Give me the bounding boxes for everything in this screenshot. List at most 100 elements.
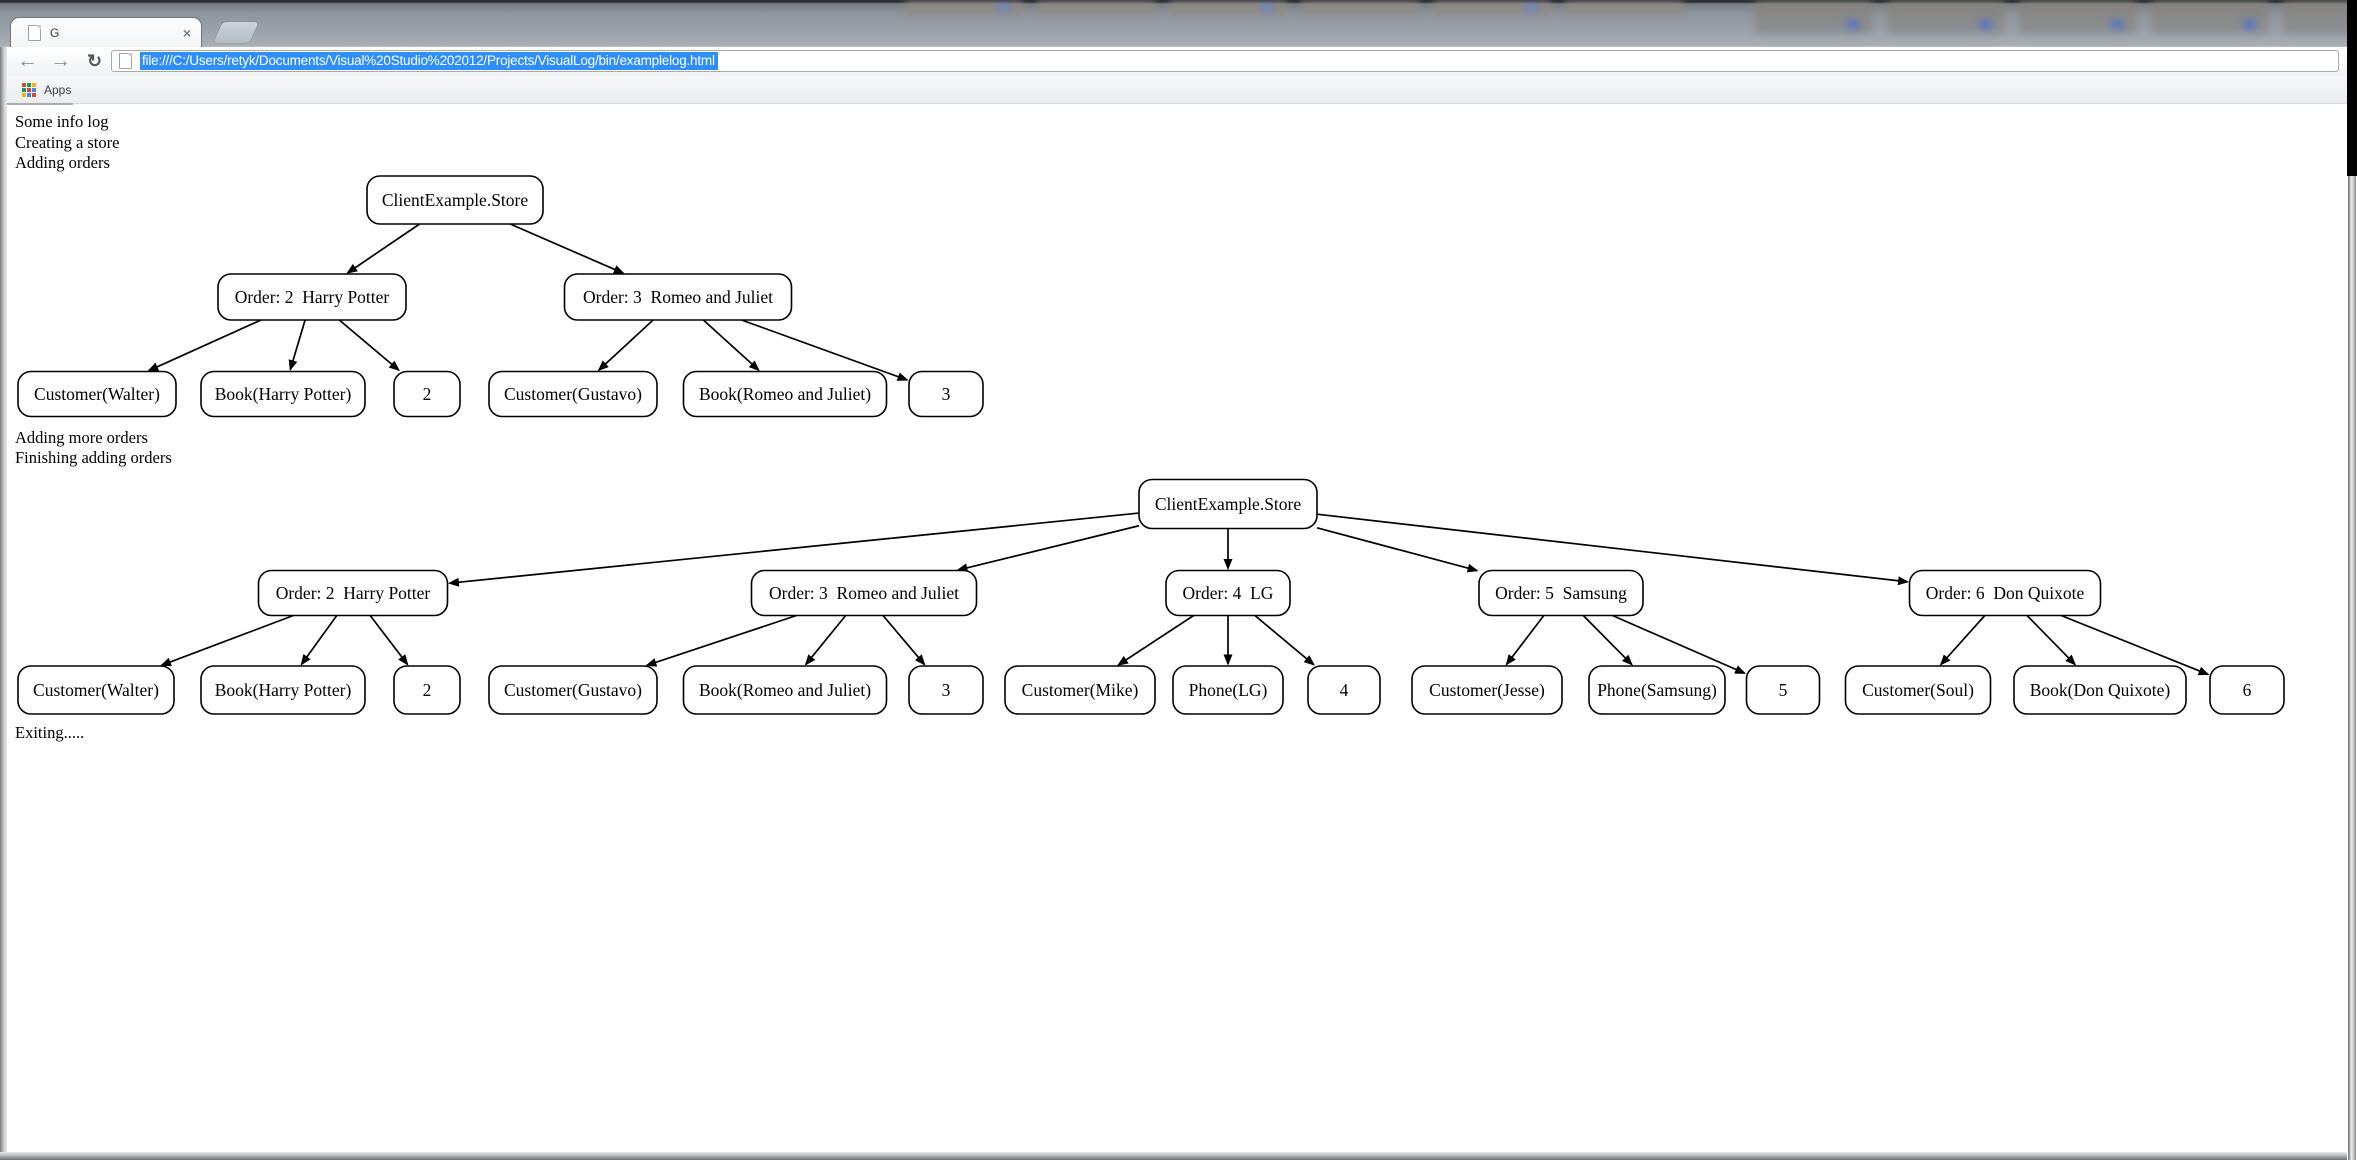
tree-node-t2-cg: Customer(Gustavo) <box>488 665 658 715</box>
tree-node-t1-cw: Customer(Walter) <box>17 370 177 418</box>
tree-node-t2-bdq: Book(Don Quixote) <box>2013 665 2187 715</box>
tree-edge <box>288 319 306 372</box>
tree-edge <box>1254 614 1315 666</box>
blur-block <box>1301 2 1419 14</box>
tree-node-label: Order: 2 Harry Potter <box>276 583 431 603</box>
tree-node-label: 2 <box>423 384 432 404</box>
tree-node-t1-n3: 3 <box>908 370 984 418</box>
blur-block <box>1755 2 1873 34</box>
tree-node-t2-n6: 6 <box>2209 665 2285 715</box>
tree-node-label: Book(Harry Potter) <box>215 680 352 700</box>
blur-dot <box>2112 20 2123 29</box>
back-button[interactable]: ← <box>17 49 38 72</box>
bookmarks-bar: Apps <box>7 76 2347 104</box>
background-window-blur <box>905 2 1697 36</box>
page-favicon-icon <box>28 24 41 41</box>
tree-node-label: Customer(Soul) <box>1862 680 1974 700</box>
tree-node-label: Book(Romeo and Juliet) <box>699 680 871 700</box>
tree-edge <box>882 614 926 666</box>
tree-edge <box>1939 614 1986 666</box>
blur-dot <box>1848 20 1859 29</box>
tree-edge <box>645 614 797 667</box>
tree-edge <box>300 615 338 666</box>
tree-node-t2-n5: 5 <box>1745 665 1821 715</box>
tab-close-icon[interactable]: × <box>182 24 191 41</box>
reload-button[interactable]: ↻ <box>87 51 103 71</box>
tree-node-label: Phone(Samsung) <box>1597 680 1717 700</box>
tree-node-t1-n2: 2 <box>393 370 461 418</box>
tree-node-label: 3 <box>942 680 951 700</box>
apps-shortcut[interactable]: Apps <box>44 82 72 97</box>
tree-node-t2-o3: Order: 3 Romeo and Juliet <box>750 569 978 617</box>
log-line: Creating a store <box>15 133 120 152</box>
forward-button[interactable]: → <box>50 49 71 72</box>
blur-block <box>1887 2 2005 34</box>
tree-edge <box>147 319 262 372</box>
blur-dot <box>2244 20 2255 29</box>
screen-right-edge <box>2347 0 2357 1160</box>
blur-block <box>2019 2 2137 34</box>
tree-node-t2-n2: 2 <box>393 665 461 715</box>
blur-block <box>905 2 1023 14</box>
window-frame-left <box>0 47 7 1160</box>
tree-node-label: Order: 4 LG <box>1183 583 1274 603</box>
tree-node-label: Customer(Walter) <box>34 384 160 404</box>
tree-node-label: Book(Harry Potter) <box>215 384 352 404</box>
tree-edge <box>160 614 294 667</box>
tree-node-t1-bhp: Book(Harry Potter) <box>200 370 366 418</box>
tree-node-t2-o2: Order: 2 Harry Potter <box>257 569 449 617</box>
tree-node-t2-ps: Phone(Samsung) <box>1588 665 1726 715</box>
tree-node-label: 5 <box>1779 680 1788 700</box>
tree-edge <box>702 319 760 372</box>
browser-tab[interactable]: G × <box>10 17 202 47</box>
tree-node-label: Order: 6 Don Quixote <box>1926 583 2085 603</box>
tree-node-label: ClientExample.Store <box>1155 494 1302 514</box>
tree-node-t2-bhp: Book(Harry Potter) <box>200 665 366 715</box>
tree-node-t2-brj: Book(Romeo and Juliet) <box>682 665 888 715</box>
address-bar[interactable]: file:///C:/Users/retyk/Documents/Visual%… <box>111 50 2339 72</box>
titlebar: G × <box>0 0 2357 47</box>
tree-node-label: 4 <box>1340 680 1349 700</box>
tree-edge <box>346 223 421 274</box>
tree-edge <box>1612 614 1747 675</box>
window-frame-right <box>2348 176 2356 1160</box>
log-line: Some info log <box>15 112 109 131</box>
tree-node-label: Book(Romeo and Juliet) <box>699 384 871 404</box>
tree-node-label: 6 <box>2243 680 2252 700</box>
tree-node-label: ClientExample.Store <box>382 190 529 210</box>
tree-node-t1-o2: Order: 2 Harry Potter <box>217 273 407 321</box>
url-text-selected[interactable]: file:///C:/Users/retyk/Documents/Visual%… <box>140 52 718 70</box>
tree-node-t2-plg: Phone(LG) <box>1172 665 1284 715</box>
tree-edge <box>804 614 847 666</box>
tree-node-label: 2 <box>423 680 432 700</box>
toolbar: ← → ↻ file:///C:/Users/retyk/Documents/V… <box>7 47 2347 76</box>
blur-block <box>2283 2 2357 34</box>
tree-edge <box>1117 614 1195 666</box>
log-line: Exiting..... <box>15 723 85 742</box>
tree-node-t2-cw: Customer(Walter) <box>17 665 175 715</box>
tree-node-label: Customer(Jesse) <box>1429 680 1545 700</box>
tree-node-label: Order: 2 Harry Potter <box>235 287 390 307</box>
blur-block <box>2151 2 2269 34</box>
tree-node-label: Order: 5 Samsung <box>1495 583 1627 603</box>
tree-node-label: Order: 3 Romeo and Juliet <box>583 287 773 307</box>
blur-block <box>1037 2 1155 14</box>
tree-node-label: Phone(LG) <box>1189 680 1268 700</box>
page-content: Some info log Creating a store Adding or… <box>0 103 2347 1152</box>
tree-node-t2-o5: Order: 5 Samsung <box>1478 569 1644 617</box>
new-tab-button[interactable] <box>213 22 259 43</box>
blur-block <box>1169 2 1287 14</box>
tree-edge <box>2026 614 2077 666</box>
blur-dot <box>1980 20 1991 29</box>
log-line: Finishing adding orders <box>15 448 172 467</box>
tree-node-label: 3 <box>942 384 951 404</box>
tree-edge <box>597 319 654 372</box>
blur-dot <box>998 3 1009 12</box>
tree-node-t2-o6: Order: 6 Don Quixote <box>1908 569 2102 617</box>
tree-edge <box>2060 614 2210 676</box>
apps-grid-icon[interactable] <box>22 82 36 97</box>
tree-edge <box>338 319 400 372</box>
tab-title: G <box>50 25 60 40</box>
